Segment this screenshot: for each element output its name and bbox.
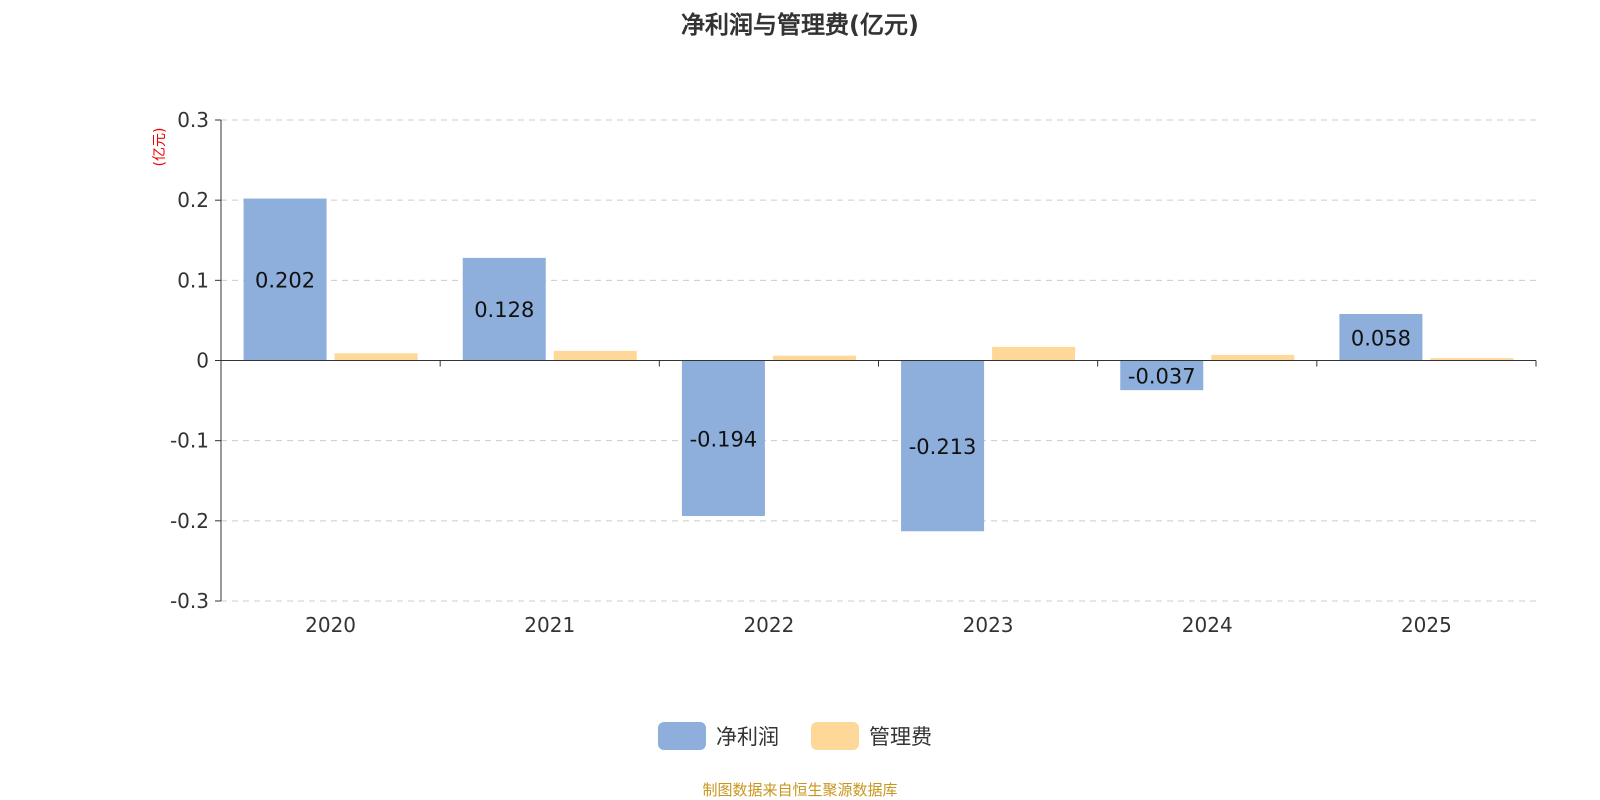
y-tick-label: 0 bbox=[196, 349, 209, 373]
legend-label: 净利润 bbox=[716, 725, 779, 749]
y-axis-label: (亿元) bbox=[152, 128, 168, 167]
bar-admin-expense bbox=[1430, 358, 1514, 361]
data-label: -0.037 bbox=[1128, 364, 1196, 388]
bar-admin-expense bbox=[1211, 354, 1295, 361]
y-tick-label: 0.1 bbox=[177, 268, 209, 292]
y-tick-label: 0.3 bbox=[177, 108, 209, 132]
bar-admin-expense bbox=[334, 353, 418, 361]
bar-net-profit bbox=[243, 198, 327, 361]
data-label: 0.202 bbox=[255, 269, 315, 293]
x-tick-label: 2025 bbox=[1401, 613, 1452, 637]
y-tick-label: -0.2 bbox=[170, 509, 209, 533]
footer-source: 制图数据来自恒生聚源数据库 bbox=[702, 781, 897, 799]
bar-admin-expense bbox=[772, 355, 856, 361]
x-tick-label: 2022 bbox=[743, 613, 794, 637]
data-label: 0.128 bbox=[474, 298, 534, 322]
legend-label: 管理费 bbox=[869, 725, 932, 749]
y-tick-label: 0.2 bbox=[177, 188, 209, 212]
x-tick-label: 2024 bbox=[1182, 613, 1233, 637]
y-tick-label: -0.3 bbox=[170, 589, 209, 613]
x-tick-label: 2023 bbox=[963, 613, 1014, 637]
bar-net-profit bbox=[1120, 360, 1204, 391]
x-tick-label: 2021 bbox=[524, 613, 575, 637]
data-label: -0.213 bbox=[909, 435, 977, 459]
legend-swatch bbox=[811, 722, 859, 750]
legend-swatch bbox=[658, 722, 706, 750]
chart-title: 净利润与管理费(亿元) bbox=[681, 11, 919, 39]
bar-net-profit bbox=[462, 257, 546, 361]
bar-admin-expense bbox=[992, 346, 1076, 361]
data-label: -0.194 bbox=[690, 427, 758, 451]
bar-net-profit bbox=[1339, 314, 1423, 361]
y-tick-label: -0.1 bbox=[170, 429, 209, 453]
bar-net-profit bbox=[681, 360, 765, 517]
bar-net-profit bbox=[901, 360, 985, 532]
data-label: 0.058 bbox=[1351, 326, 1411, 350]
bar-admin-expense bbox=[553, 350, 637, 361]
x-tick-label: 2020 bbox=[305, 613, 356, 637]
